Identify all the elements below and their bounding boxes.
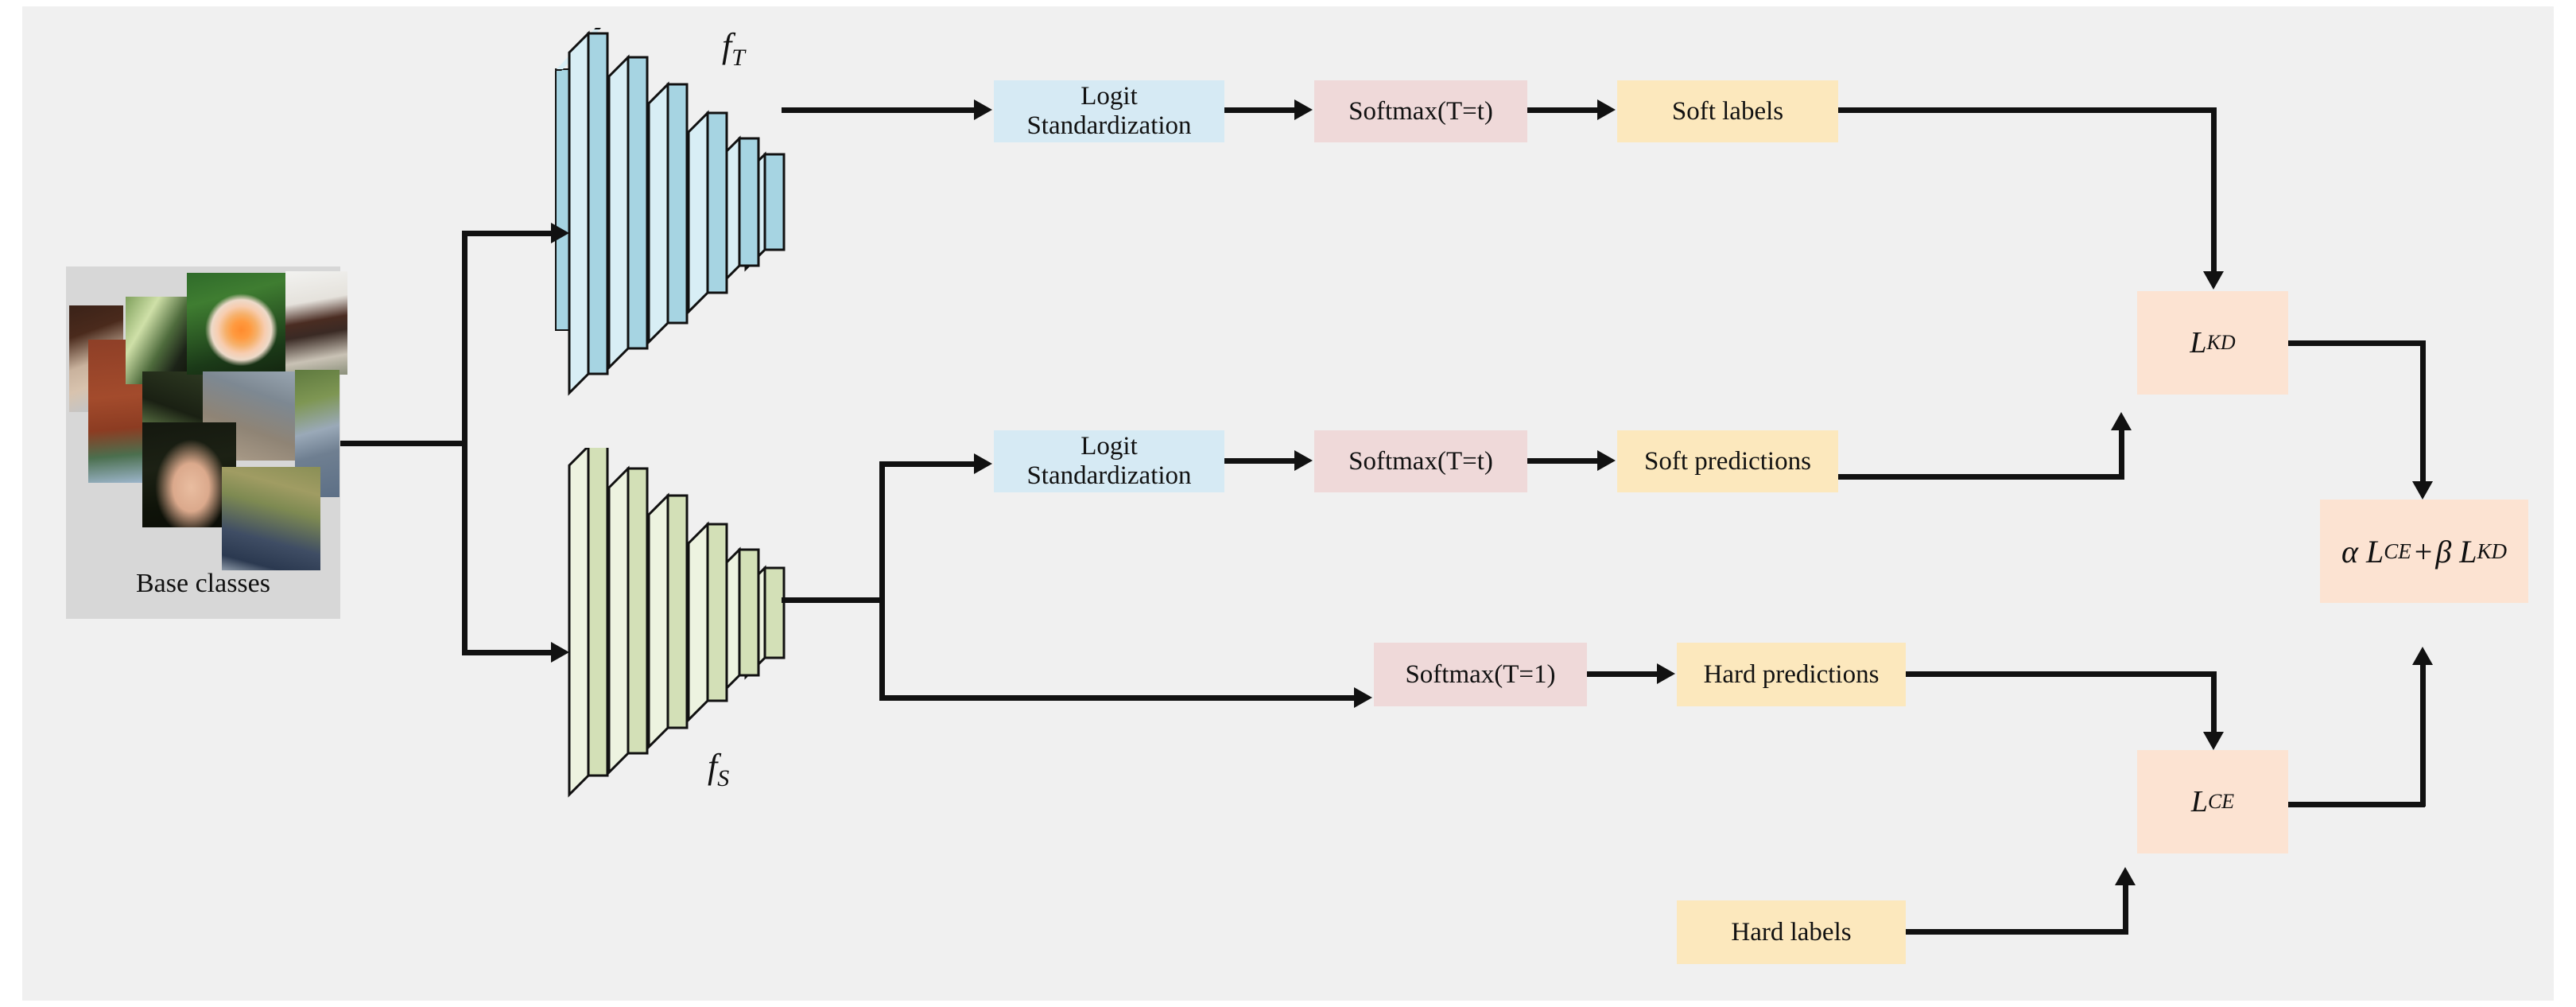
edge-logit-to-softmax-s <box>1224 458 1296 464</box>
total-loss-l2-sub: KD <box>2477 538 2507 563</box>
logit-standardization-teacher-line2: Standardization <box>1026 111 1192 140</box>
softmax-hard-label: Softmax(T=1) <box>1405 659 1556 689</box>
edge-lkd-to-total <box>2288 340 2425 346</box>
loss-ce-symbol: L <box>2190 785 2208 818</box>
base-classes-panel: Base classes <box>66 266 347 619</box>
logit-standardization-teacher[interactable]: Logit Standardization <box>994 80 1224 142</box>
edge-split-to-teacher <box>462 231 553 236</box>
total-loss-alpha: α <box>2341 533 2358 570</box>
edge-split-vertical <box>462 231 467 655</box>
collage-thumb-3 <box>126 297 188 384</box>
total-loss-l1: L <box>2365 533 2384 570</box>
teacher-network-label: fT <box>722 25 745 72</box>
logit-standardization-student[interactable]: Logit Standardization <box>994 430 1224 492</box>
student-network-label: fS <box>708 746 729 792</box>
arrow-student-to-softmax-hard <box>1354 687 1372 708</box>
arrow-logit-to-softmax-s <box>1294 450 1313 471</box>
edge-softmax-to-soft-preds <box>1527 458 1599 464</box>
edge-softmax-hard-to-preds <box>1587 671 1658 677</box>
arrow-softmax-to-soft-preds <box>1597 450 1616 471</box>
arrow-soft-labels-to-lkd <box>2203 271 2224 290</box>
collage-thumb-10 <box>222 467 320 570</box>
edge-hard-preds-vertical <box>2211 671 2217 735</box>
collage-thumb-5 <box>187 273 292 375</box>
edge-student-out <box>782 597 885 603</box>
edge-softmax-to-soft-labels <box>1527 107 1599 113</box>
edge-lkd-total-vertical <box>2420 340 2426 484</box>
soft-labels-label: Soft labels <box>1671 96 1784 126</box>
edge-hard-labels-to-lce <box>1906 929 2128 935</box>
soft-predictions-label: Soft predictions <box>1644 446 1811 476</box>
student-network-svg <box>568 448 786 798</box>
edge-hard-labels-vertical <box>2123 885 2128 933</box>
total-loss-l2: L <box>2459 533 2477 570</box>
edge-teacher-out <box>782 107 976 113</box>
hard-labels-label: Hard labels <box>1731 917 1852 947</box>
student-label-sub: S <box>717 764 730 791</box>
edge-soft-labels-to-lkd <box>1838 107 2217 113</box>
soft-labels-box[interactable]: Soft labels <box>1617 80 1838 142</box>
student-label-f: f <box>708 747 718 786</box>
arrow-hard-preds-to-lce <box>2203 732 2224 750</box>
arrow-student-to-logit <box>974 453 992 474</box>
edge-hard-preds-to-lce <box>1906 671 2216 677</box>
edge-lce-to-total <box>2288 802 2425 807</box>
edge-student-split-vertical <box>879 461 885 700</box>
edge-soft-labels-vertical <box>2211 107 2217 274</box>
arrow-lce-to-total <box>2412 647 2433 665</box>
arrow-logit-to-softmax-t <box>1294 99 1313 120</box>
arrow-to-student <box>551 642 569 663</box>
softmax-teacher[interactable]: Softmax(T=t) <box>1314 80 1527 142</box>
loss-ce-subscript: CE <box>2207 790 2235 813</box>
softmax-teacher-label: Softmax(T=t) <box>1348 96 1493 126</box>
logit-standardization-student-line1: Logit <box>1080 432 1138 461</box>
hard-predictions-box[interactable]: Hard predictions <box>1677 643 1906 706</box>
arrow-softmax-to-soft-labels <box>1597 99 1616 120</box>
loss-kd-symbol: L <box>2190 326 2207 360</box>
total-loss-plus: + <box>2414 533 2433 570</box>
arrow-teacher-to-logit <box>974 99 992 120</box>
loss-kd-subscript: KD <box>2206 331 2236 354</box>
edge-input-to-split <box>340 441 467 446</box>
arrow-lkd-to-total <box>2412 481 2433 500</box>
edge-lce-total-vertical <box>2420 665 2426 807</box>
edge-soft-preds-vertical <box>2119 430 2124 480</box>
softmax-student[interactable]: Softmax(T=t) <box>1314 430 1527 492</box>
arrow-soft-preds-to-lkd <box>2111 412 2132 430</box>
edge-split-to-student <box>462 650 553 655</box>
collage-thumb-6 <box>285 271 347 375</box>
edge-soft-preds-to-lkd <box>1838 474 2124 480</box>
edge-logit-to-softmax-t <box>1224 107 1296 113</box>
edge-student-to-softmax-hard <box>879 695 1356 701</box>
hard-predictions-label: Hard predictions <box>1703 659 1880 689</box>
teacher-network-svg <box>568 30 786 396</box>
edge-student-to-logit <box>879 461 976 467</box>
total-loss-l1-sub: CE <box>2384 538 2411 563</box>
teacher-label-sub: T <box>731 44 745 71</box>
arrow-hard-labels-to-lce <box>2115 867 2136 885</box>
logit-standardization-teacher-line1: Logit <box>1080 82 1138 111</box>
teacher-label-f: f <box>722 26 732 65</box>
hard-labels-box[interactable]: Hard labels <box>1677 900 1906 964</box>
softmax-hard[interactable]: Softmax(T=1) <box>1374 643 1587 706</box>
soft-predictions-box[interactable]: Soft predictions <box>1617 430 1838 492</box>
diagram-canvas: Base classes <box>22 6 2554 1001</box>
total-loss-beta: β <box>2435 533 2452 570</box>
arrow-to-teacher <box>551 223 569 243</box>
logit-standardization-student-line2: Standardization <box>1026 461 1192 490</box>
softmax-student-label: Softmax(T=t) <box>1348 446 1493 476</box>
base-classes-label: Base classes <box>135 569 270 598</box>
collage-thumb-8 <box>142 422 236 527</box>
arrow-softmax-hard-to-preds <box>1657 663 1675 684</box>
